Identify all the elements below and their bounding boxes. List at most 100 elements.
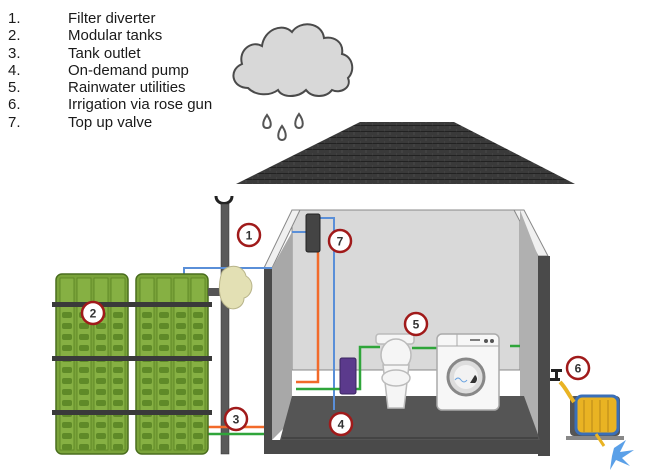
hose-reel-icon bbox=[558, 380, 634, 470]
tank-cell bbox=[113, 400, 123, 406]
tank-cell bbox=[96, 444, 106, 450]
callout-3: 3 bbox=[223, 406, 249, 432]
tank-cell bbox=[159, 312, 169, 318]
modular-tanks bbox=[52, 273, 222, 455]
toilet-icon bbox=[375, 333, 415, 409]
tank-cell bbox=[159, 378, 169, 384]
legend: 1.Filter diverter 2.Modular tanks 3.Tank… bbox=[8, 10, 212, 131]
water-spray-icon bbox=[610, 440, 634, 470]
tank-cell bbox=[79, 367, 89, 373]
tank-cell bbox=[142, 422, 152, 428]
tank-cell bbox=[159, 400, 169, 406]
downpipe bbox=[214, 195, 234, 455]
legend-item: 6.Irrigation via rose gun bbox=[8, 96, 213, 114]
tank-cell bbox=[193, 312, 203, 318]
tank-cell bbox=[62, 367, 72, 373]
tank-cell bbox=[62, 444, 72, 450]
tank-cell bbox=[62, 389, 72, 395]
tank-cell bbox=[62, 433, 72, 439]
tank-cell bbox=[193, 400, 203, 406]
tank-cell bbox=[96, 323, 106, 329]
svg-text:5: 5 bbox=[413, 318, 420, 332]
tank-cell bbox=[113, 378, 123, 384]
tank-cell bbox=[159, 444, 169, 450]
legend-item: 4.On-demand pump bbox=[8, 61, 189, 79]
tank-cell bbox=[113, 312, 123, 318]
on-demand-pump bbox=[339, 357, 357, 395]
tank-cell bbox=[193, 422, 203, 428]
tank-cell bbox=[176, 323, 186, 329]
tank-cell bbox=[193, 389, 203, 395]
tank-cell bbox=[176, 345, 186, 351]
raindrops-icon bbox=[262, 112, 304, 142]
tank-cell bbox=[159, 389, 169, 395]
tank-cell bbox=[142, 389, 152, 395]
tank-cell bbox=[96, 433, 106, 439]
tank-cell bbox=[159, 367, 169, 373]
tank-cell bbox=[62, 400, 72, 406]
tank-cell bbox=[79, 444, 89, 450]
tank-cell bbox=[96, 367, 106, 373]
tank-cell bbox=[176, 422, 186, 428]
tank-cell bbox=[113, 444, 123, 450]
tank-cell bbox=[79, 422, 89, 428]
tank-cell bbox=[96, 422, 106, 428]
legend-item: 2.Modular tanks bbox=[8, 27, 163, 45]
callout-2: 2 bbox=[80, 300, 106, 326]
tank-cell bbox=[142, 433, 152, 439]
callout-6: 6 bbox=[565, 355, 591, 381]
svg-text:1: 1 bbox=[246, 229, 253, 243]
washing-machine-icon bbox=[436, 333, 500, 411]
tank-cell bbox=[79, 345, 89, 351]
rain-cloud-icon bbox=[232, 23, 354, 97]
tank-cell bbox=[193, 433, 203, 439]
tank-cell bbox=[176, 334, 186, 340]
callout-7: 7 bbox=[327, 228, 353, 254]
tank-cell bbox=[96, 400, 106, 406]
tank-cell bbox=[176, 378, 186, 384]
tank-cell bbox=[159, 422, 169, 428]
tank-cell bbox=[142, 444, 152, 450]
svg-text:7: 7 bbox=[337, 235, 344, 249]
tank-cell bbox=[193, 367, 203, 373]
tank-cell bbox=[176, 367, 186, 373]
legend-item: 7.Top up valve bbox=[8, 113, 153, 131]
tank-cell bbox=[62, 323, 72, 329]
legend-item: 5.Rainwater utilities bbox=[8, 79, 186, 97]
roof bbox=[236, 122, 575, 184]
tank-cell bbox=[193, 345, 203, 351]
callout-1: 1 bbox=[236, 222, 262, 248]
tank-cell bbox=[176, 433, 186, 439]
tank-cell bbox=[142, 312, 152, 318]
tank-cell bbox=[142, 334, 152, 340]
tank-cell bbox=[176, 312, 186, 318]
tank-cell bbox=[159, 345, 169, 351]
tank-cell bbox=[79, 389, 89, 395]
svg-text:3: 3 bbox=[233, 413, 240, 427]
tank-cell bbox=[193, 378, 203, 384]
tank-cell bbox=[159, 433, 169, 439]
tank-cell bbox=[62, 345, 72, 351]
legend-item: 1.Filter diverter bbox=[8, 10, 156, 27]
callout-5: 5 bbox=[403, 311, 429, 337]
tank-cell bbox=[79, 400, 89, 406]
tank-cell bbox=[113, 422, 123, 428]
tank-cell bbox=[142, 400, 152, 406]
tank-cell bbox=[176, 400, 186, 406]
tank-cell bbox=[193, 334, 203, 340]
tank-cell bbox=[142, 345, 152, 351]
tank-cell bbox=[62, 334, 72, 340]
tank-cell bbox=[176, 444, 186, 450]
tank-cell bbox=[142, 378, 152, 384]
svg-text:4: 4 bbox=[338, 418, 345, 432]
tank-cell bbox=[113, 389, 123, 395]
tank-cell bbox=[113, 323, 123, 329]
outdoor-tap-icon bbox=[550, 369, 562, 381]
tank-cell bbox=[96, 345, 106, 351]
tank-cell bbox=[193, 444, 203, 450]
tank-cell bbox=[193, 323, 203, 329]
tank-cell bbox=[113, 367, 123, 373]
svg-text:6: 6 bbox=[575, 362, 582, 376]
tank-cell bbox=[79, 334, 89, 340]
